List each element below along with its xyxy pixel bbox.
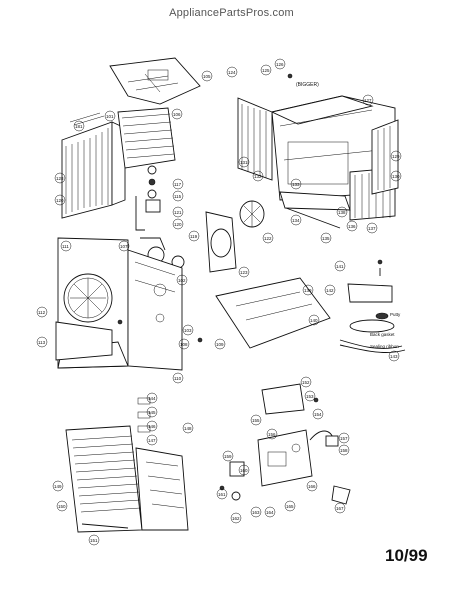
callout-119: 119 [190,234,198,239]
callout-150: 150 [58,504,66,509]
callout-181: 181 [75,124,83,129]
callout-162: 162 [232,516,240,521]
callout-125: 125 [262,68,270,73]
sealing-kit: Putty Back gasket Sealing ribbon [339,312,406,353]
callout-163: 163 [252,510,260,515]
callout-152: 152 [302,380,310,385]
callout-133: 133 [292,182,300,187]
condenser-coil [61,112,126,219]
callout-139: 139 [304,288,312,293]
callout-106: 106 [173,112,181,117]
callout-131: 131 [240,160,248,165]
callout-115: 115 [174,194,182,199]
callout-167: 167 [336,506,344,511]
callout-122: 122 [264,236,272,241]
callout-158: 158 [340,448,348,453]
top-panel [109,57,201,105]
callout-149: 149 [54,484,62,489]
callout-147: 147 [148,438,156,443]
callout-110: 110 [174,376,182,381]
blower-fan [205,200,265,273]
callout-labels: 105 106 101 181 128 120 117 115 121 120 … [36,58,402,546]
callout-160: 160 [240,468,248,473]
callout-153: 153 [306,394,314,399]
outer-cabinet [237,95,399,229]
callout-130: 130 [392,174,400,179]
callout-120: 120 [56,198,64,203]
callout-124: 124 [228,70,236,75]
callout-166: 166 [308,484,316,489]
chassis-base [55,237,183,371]
callout-145: 145 [148,410,156,415]
putty-label: Putty [390,312,401,317]
callout-127: 127 [364,98,372,103]
callout-107: 107 [120,244,128,249]
callout-109: 109 [216,342,224,347]
callout-156: 156 [268,432,276,437]
callout-140: 140 [310,318,318,323]
base-pan [215,268,393,349]
callout-138: 138 [338,210,346,215]
callout-141: 141 [336,264,344,269]
callout-159: 159 [224,454,232,459]
callout-126: 126 [276,62,284,67]
date-code: 10/99 [385,546,428,565]
bigger-label: (BIGGER) [296,82,319,88]
callout-103: 103 [184,328,192,333]
callout-129: 129 [392,154,400,159]
callout-132: 132 [254,174,262,179]
callout-120b: 120 [174,222,182,227]
control-box [229,383,351,505]
callout-117: 117 [174,182,182,187]
callout-111: 111 [62,244,69,249]
callout-128: 128 [56,176,64,181]
callout-165: 165 [286,504,294,509]
callout-142: 142 [326,288,334,293]
back-gasket-label: Back gasket [370,332,395,337]
callout-102: 102 [178,278,186,283]
callout-112: 112 [38,310,46,315]
callout-134: 134 [292,218,300,223]
callout-146: 146 [148,424,156,429]
evaporator-coil [117,107,176,169]
callout-113: 113 [38,340,46,345]
front-grille [65,397,189,533]
callout-137: 137 [368,226,376,231]
callout-151: 151 [90,538,98,543]
callout-135: 135 [322,236,330,241]
watermark: AppliancePartsPros.com [169,7,294,19]
callout-121: 121 [174,210,182,215]
callout-101: 101 [106,114,114,119]
callout-154: 154 [314,412,322,417]
callout-148: 148 [184,426,192,431]
callout-144: 144 [148,396,156,401]
callout-143: 143 [390,354,398,359]
sealing-ribbon-label: Sealing ribbon [370,344,399,349]
callout-155: 155 [252,418,260,423]
callout-161: 161 [218,492,226,497]
callout-105: 105 [203,74,211,79]
callout-108: 108 [180,342,188,347]
callout-164: 164 [266,510,274,515]
callout-136: 136 [348,224,356,229]
callout-123: 123 [240,270,248,275]
callout-157: 157 [340,436,348,441]
